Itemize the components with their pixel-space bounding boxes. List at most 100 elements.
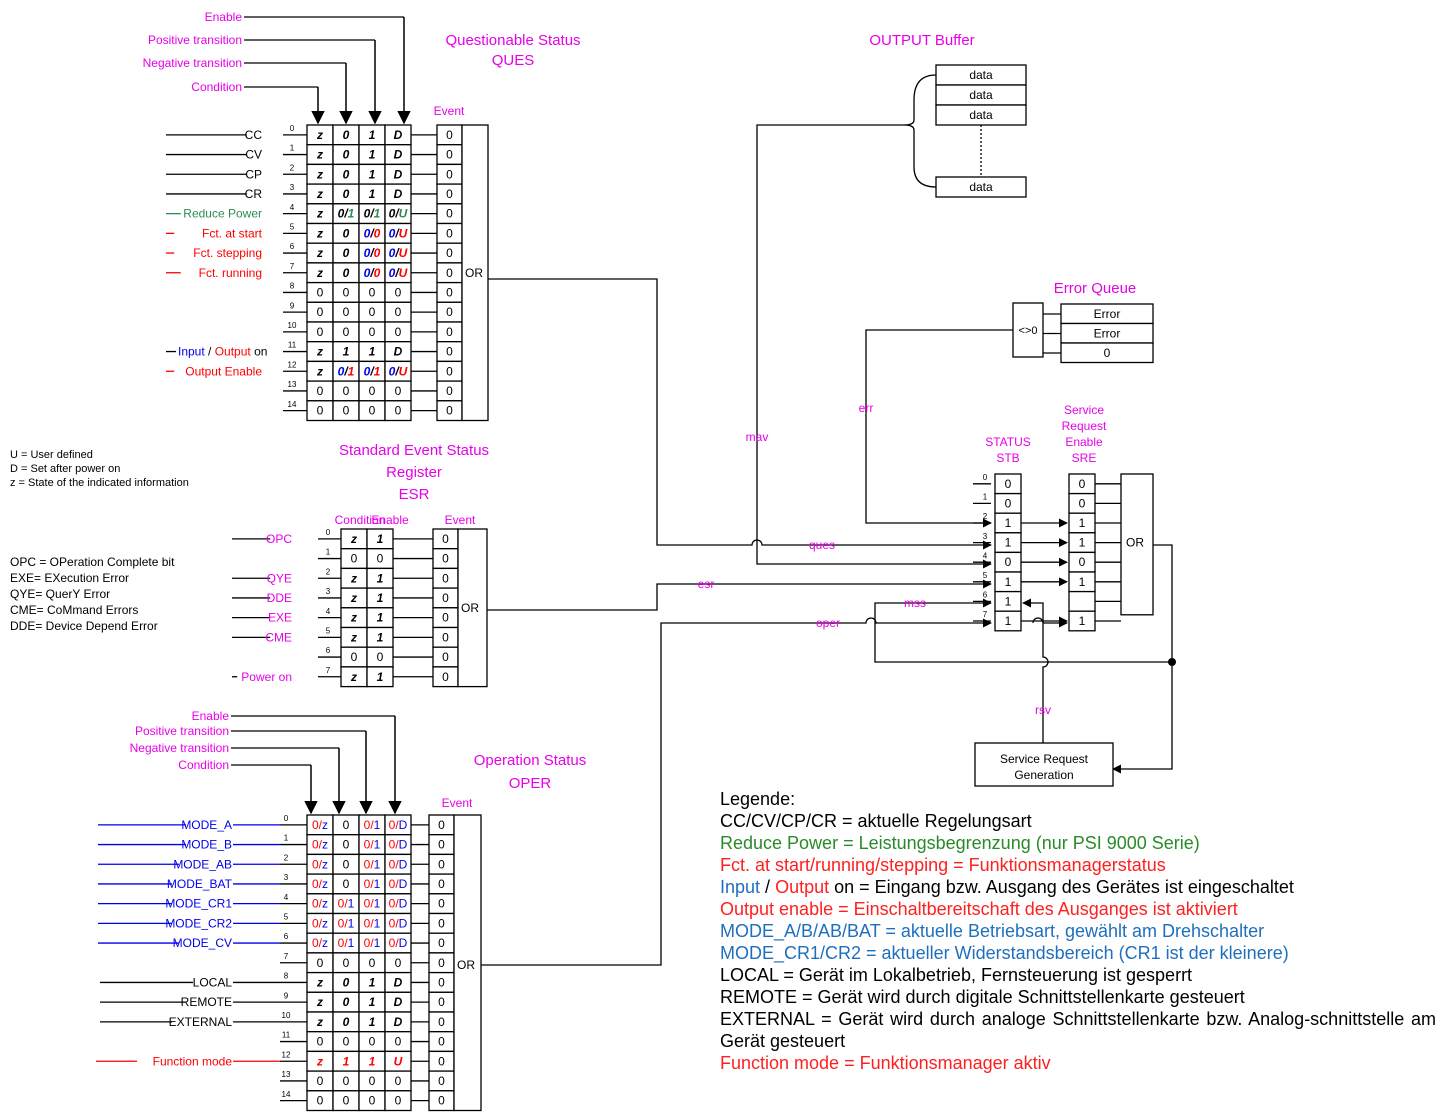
bit-number: 0 (290, 124, 295, 133)
oper-cell-value: 0/z (312, 857, 328, 871)
oper-cell-value: 0 (369, 1074, 376, 1088)
ques-title-abbr: QUES (492, 52, 535, 69)
oper-cell-value: 0 (343, 1035, 350, 1049)
ques-cell-value: 0/1 (338, 364, 355, 378)
ques-cell-value: 1 (369, 167, 376, 181)
ques-cell-value: 0 (343, 226, 350, 240)
bit-number: 2 (326, 567, 331, 576)
sre-cell (1068, 590, 1096, 612)
legend-text: MODE_A/B/AB/BAT = aktuelle Betriebsart, … (720, 921, 1265, 941)
esr-note: EXE= EXecution Error (10, 571, 129, 585)
sre-cell (1068, 610, 1096, 632)
ques-title: Questionable Status (445, 32, 580, 49)
oper-title-abbr: OPER (509, 775, 552, 792)
oper-input-label: MODE_CR2 (165, 916, 232, 930)
stb-value: 1 (1005, 575, 1012, 589)
ques-event-value: 0 (446, 266, 453, 280)
esr-cell-value: z (350, 591, 357, 605)
junction-dot (1168, 658, 1176, 666)
oper-cell-value: 0/z (312, 936, 328, 950)
ques-cell-value: z (316, 187, 323, 201)
bit-number: 13 (282, 1070, 291, 1079)
bit-number: 6 (326, 646, 331, 655)
oper-event-value: 0 (438, 1074, 445, 1088)
legend-text: Reduce Power = Leistungsbegrenzung (nur … (720, 833, 1200, 853)
bit-number: 14 (282, 1090, 291, 1099)
crossing-bump (1032, 617, 1044, 624)
bit-number: 2 (284, 853, 289, 862)
oper-cell-value: z (316, 1015, 323, 1029)
oper-cell-value: 0 (369, 1094, 376, 1108)
stb-value: 0 (1005, 496, 1012, 510)
oper-cell-value: 0/1 (338, 936, 355, 950)
err-signal-line (865, 329, 1013, 528)
bit-number: 5 (983, 571, 988, 580)
esr-cell-value: 1 (377, 670, 384, 684)
ques-cell (384, 400, 412, 422)
ques-cell-value: 1 (369, 345, 376, 359)
ques-cell-value: 0 (395, 325, 402, 339)
error-queue-value: Error (1094, 327, 1121, 341)
legend-line: Output enable = Einschaltbereitschaft de… (720, 898, 1436, 920)
ques-cell-value: 0 (317, 285, 324, 299)
bit-number: 1 (326, 548, 331, 557)
ques-cell-value: 0/0 (364, 226, 381, 240)
oper-cell-value: 0/1 (364, 916, 381, 930)
oper-event-value: 0 (438, 1094, 445, 1108)
ques-cell-value: z (316, 207, 323, 221)
bit-number: 1 (284, 834, 289, 843)
bit-number: 6 (284, 932, 289, 941)
bit-number: 11 (282, 1031, 291, 1040)
sre-or-gate (1120, 473, 1154, 616)
oper-cell-value: 0 (343, 975, 350, 989)
output-buffer-value: data (969, 108, 993, 122)
oper-cell-value: 1 (369, 975, 376, 989)
oper-event-label: Event (442, 796, 473, 810)
esr-condition-label: Condition (335, 513, 386, 527)
oper-input-label: MODE_CV (173, 936, 232, 950)
legend-text: Output enable = Einschaltbereitschaft de… (720, 899, 1238, 919)
ques-cell-value: 0 (343, 325, 350, 339)
ques-cell-value: 0 (343, 384, 350, 398)
error-queue-cell (1060, 342, 1154, 364)
bit-number: 0 (284, 814, 289, 823)
esr-input-label: DDE (267, 591, 292, 605)
ques-control-label: Condition (191, 80, 242, 94)
esr-cell-value: z (350, 571, 357, 585)
ques-cell-value: 0 (317, 404, 324, 418)
bit-number: 13 (288, 380, 297, 389)
ques-cell-value: z (316, 128, 323, 142)
oper-cell-value: D (394, 975, 403, 989)
esr-event-value: 0 (442, 611, 449, 625)
oper-cell-value: 0/1 (364, 897, 381, 911)
ques-event-value: 0 (446, 187, 453, 201)
oper-input-label: Function mode (153, 1054, 233, 1068)
oper-cell-value: 0 (343, 857, 350, 871)
bit-number: 6 (983, 591, 988, 600)
ques-signal-label: ques (809, 538, 835, 552)
ques-input-label: Fct. at start (202, 226, 263, 240)
oper-cell-value: 0 (317, 1035, 324, 1049)
legend-line: REMOTE = Gerät wird durch digitale Schni… (720, 986, 1436, 1008)
ques-cell-value: 1 (343, 345, 350, 359)
ques-event-value: 0 (446, 207, 453, 221)
ques-input-label: CV (245, 148, 262, 162)
ques-event-value: 0 (446, 384, 453, 398)
bit-number: 2 (290, 163, 295, 172)
ques-cell-value: 0/0 (364, 246, 381, 260)
bit-number: 12 (288, 360, 297, 369)
ques-cell-value: z (316, 226, 323, 240)
esr-event-value: 0 (442, 630, 449, 644)
ques-event-value: 0 (446, 305, 453, 319)
stb-value: 1 (1005, 594, 1012, 608)
ques-cell-value: D (394, 167, 403, 181)
sre-value: 1 (1079, 536, 1086, 550)
error-queue-value: Error (1094, 307, 1121, 321)
ques-cell-value: z (316, 148, 323, 162)
ques-input-label: CC (245, 128, 263, 142)
bit-number: 3 (290, 183, 295, 192)
mav-signal-label: mav (746, 430, 769, 444)
oper-event-value: 0 (438, 1035, 445, 1049)
ques-input-label: CR (245, 187, 263, 201)
oper-cell-value: 0 (343, 1074, 350, 1088)
